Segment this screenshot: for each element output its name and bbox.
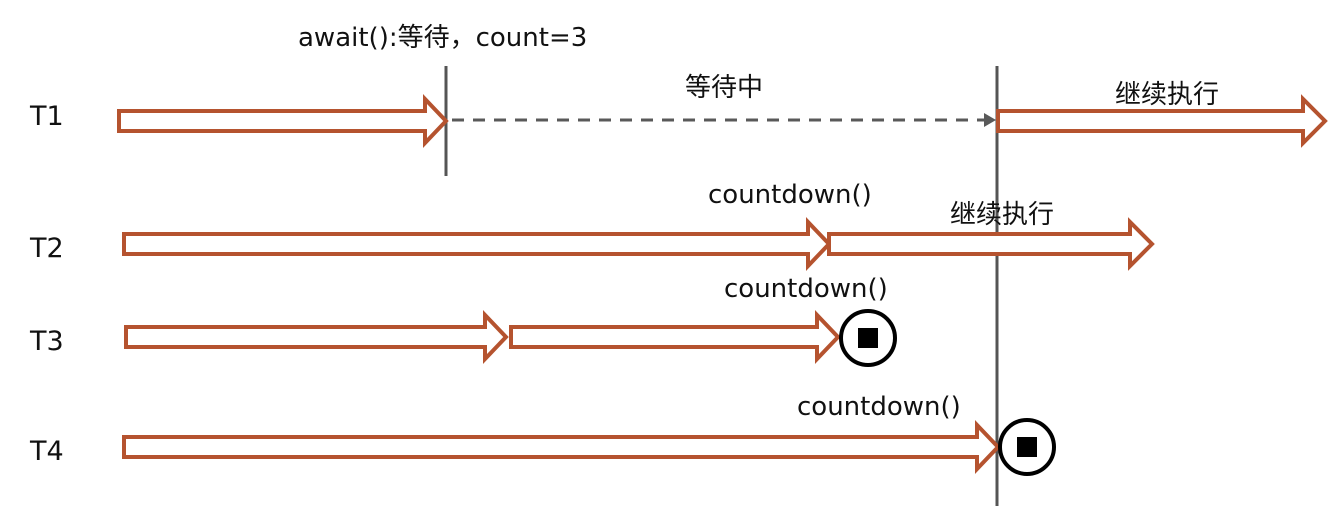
t4-arrow	[122, 420, 1001, 474]
t2-countdown-label: countdown()	[708, 180, 872, 210]
t3-countdown-label: countdown()	[724, 274, 888, 304]
thread-label-t3: T3	[29, 326, 64, 357]
t2-continue-label: 继续执行	[950, 200, 1054, 230]
thread-label-t1: T1	[29, 101, 64, 132]
t4-countdown-label: countdown()	[797, 392, 961, 422]
t3-stop-circle-icon	[839, 309, 897, 367]
t1-arrow-continue	[996, 94, 1328, 148]
t3-arrow-segment-1	[124, 310, 509, 364]
waiting-arrowhead	[984, 113, 996, 127]
t1-arrow-before-await	[117, 94, 449, 148]
thread-label-t4: T4	[29, 436, 64, 467]
thread-label-t2: T2	[29, 233, 64, 264]
t2-arrow-before-countdown	[122, 217, 832, 271]
t2-arrow-continue	[827, 217, 1155, 271]
waiting-label: 等待中	[685, 73, 763, 103]
t4-stop-circle-icon	[998, 418, 1056, 476]
await-label: await():等待，count=3	[298, 23, 587, 53]
t1-continue-label: 继续执行	[1115, 80, 1219, 110]
t3-arrow-segment-2	[509, 310, 841, 364]
